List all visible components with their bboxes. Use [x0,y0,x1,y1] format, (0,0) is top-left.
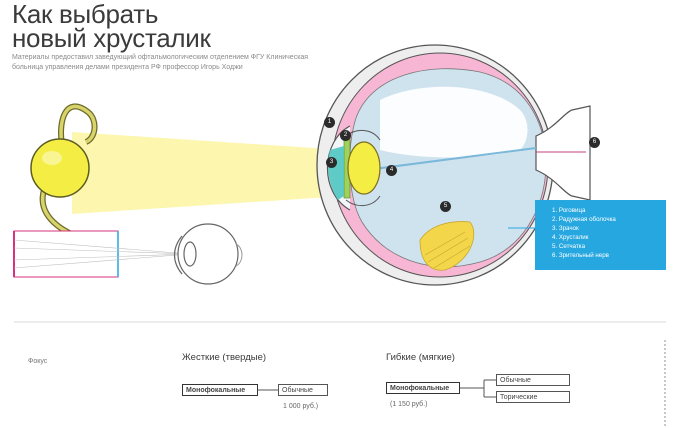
column-header-rigid: Жесткие (твердые) [182,352,267,363]
column-header-flexible: Гибкие (мягкие) [386,352,455,363]
rigid-monofocal-box: Монофокальные [182,384,258,396]
marker-pupil: 3 [326,157,337,168]
flexible-monofocal-box: Монофокальные [386,382,460,394]
large-eye-cross-section [316,44,591,286]
light-beam [72,132,345,214]
macula-patch [419,221,475,271]
row-label-focus: Фокус [28,358,48,365]
marker-lens: 4 [386,165,397,176]
flexible-price: (1 150 руб.) [390,401,428,408]
page-subtitle: Материалы предоставил заведующий офтальм… [12,54,309,71]
marker-iris: 2 [340,130,351,141]
small-eye-schematic [13,223,243,285]
legend-item-retina: 5. Сетчатка [552,243,586,250]
rays-box [13,230,119,278]
artificial-lens-optic [30,138,90,198]
legend-item-lens: 4. Хрусталик [552,234,589,241]
marker-cornea: 1 [324,117,335,128]
marker-retina: 5 [440,201,451,212]
legend-item-cornea: 1. Роговица [552,207,586,214]
rigid-standard-box: Обычные [278,384,328,396]
legend-item-optic-nerve: 6. Зрительный нерв [552,252,609,259]
legend-item-iris: 2. Радужная оболочка [552,216,616,223]
flexible-standard-box: Обычные [496,374,570,386]
marker-optic-nerve: 6 [589,137,600,148]
page-title: Как выбрать новый хрусталик [12,0,211,53]
lens-haptic-top-inner [59,104,97,146]
natural-lens [347,141,381,195]
legend-panel [535,200,666,270]
legend-item-pupil: 3. Зрачок [552,225,579,232]
flexible-toric-box: Торические [496,391,570,403]
rigid-price: 1 000 руб.) [283,403,319,410]
